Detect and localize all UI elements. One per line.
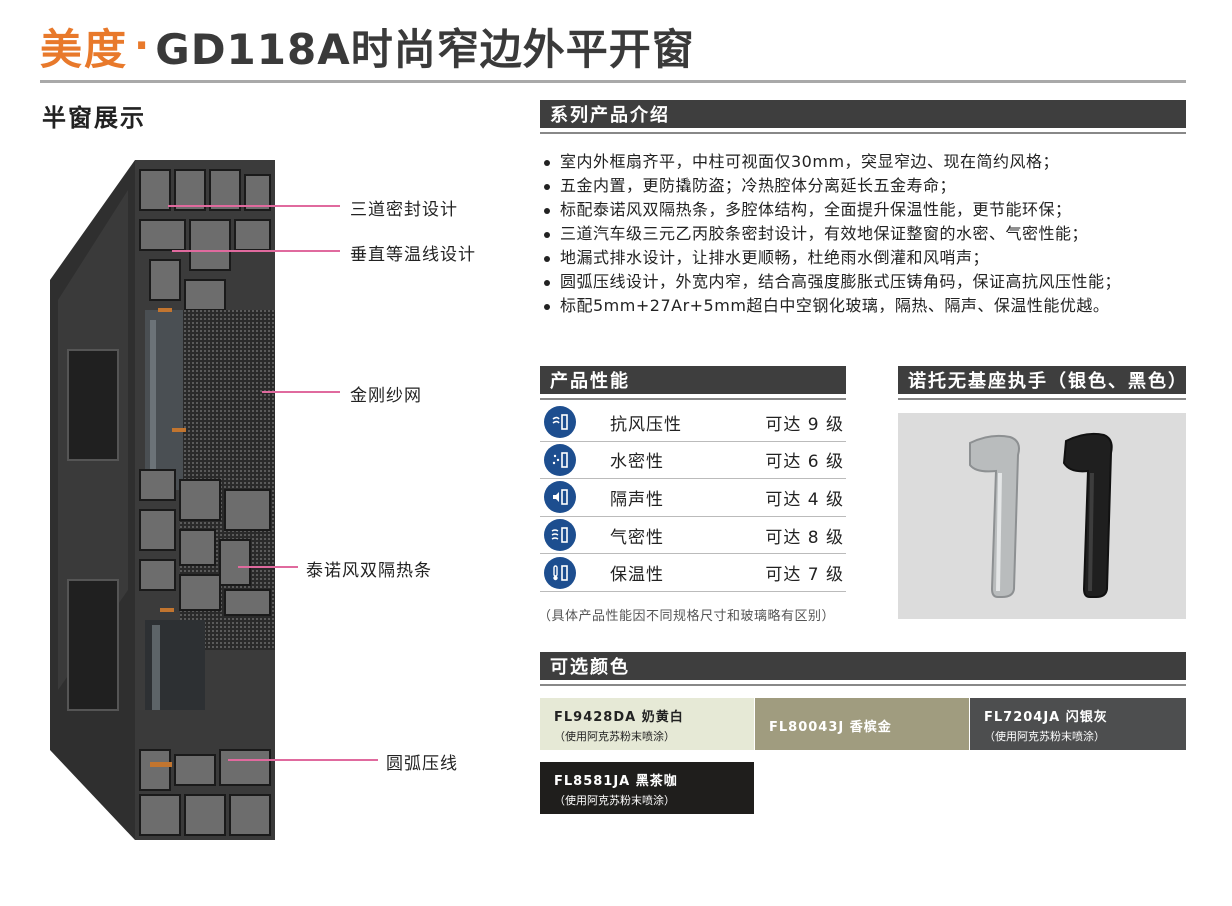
sound-insulation-icon <box>544 481 576 514</box>
swatch-code: FL9428DA 奶黄白 <box>554 710 684 725</box>
callout-arc-bead: 圆弧压线 <box>386 754 458 774</box>
performance-name: 隔声性 <box>610 489 664 510</box>
feature-list: 室内外框扇齐平，中柱可视面仅30mm，突显窄边、现在简约风格； 五金内置，更防撬… <box>540 150 1121 318</box>
thermal-insulation-icon <box>544 556 576 589</box>
performance-row: 气密性 可达 8 级 <box>540 517 846 555</box>
handle-title: 诺托无基座执手（银色、黑色） <box>908 371 1188 392</box>
handle-photo <box>898 413 1186 619</box>
air-tight-icon <box>544 519 576 552</box>
swatch-code: FL8581JA 黑茶咖 <box>554 774 678 789</box>
feature-item: 三道汽车级三元乙丙胶条密封设计，有效地保证整窗的水密、气密性能； <box>540 222 1121 246</box>
performance-row: 抗风压性 可达 9 级 <box>540 404 846 442</box>
swatch-code: FL80043J 香槟金 <box>769 720 892 735</box>
performance-table: 抗风压性 可达 9 级 水密性 可达 6 级 隔声性 可达 4 级 气密性 可达… <box>540 404 846 592</box>
performance-rule <box>540 398 846 400</box>
callout-diamond-screen: 金刚纱网 <box>350 386 422 406</box>
colors-title: 可选颜色 <box>550 657 630 678</box>
swatch-note: （使用阿克苏粉末喷涂） <box>984 730 1105 743</box>
performance-row: 水密性 可达 6 级 <box>540 442 846 480</box>
performance-value: 可达 8 级 <box>765 527 844 548</box>
swatch-code: FL7204JA 闪银灰 <box>984 710 1108 725</box>
feature-item: 室内外框扇齐平，中柱可视面仅30mm，突显窄边、现在简约风格； <box>540 150 1121 174</box>
series-intro-title: 系列产品介绍 <box>550 105 670 126</box>
colors-rule <box>540 684 1186 686</box>
performance-value: 可达 6 级 <box>765 452 844 473</box>
wind-pressure-icon <box>544 406 576 439</box>
half-window-title: 半窗展示 <box>42 104 146 132</box>
performance-name: 气密性 <box>610 527 664 548</box>
swatch-note: （使用阿克苏粉末喷涂） <box>554 794 675 807</box>
performance-name: 抗风压性 <box>610 414 682 435</box>
callout-thermal-strip: 泰诺风双隔热条 <box>306 561 432 581</box>
performance-value: 可达 7 级 <box>765 565 844 586</box>
handle-rule <box>898 398 1186 400</box>
performance-name: 水密性 <box>610 452 664 473</box>
callout-seal-design: 三道密封设计 <box>350 200 458 220</box>
colors-header: 可选颜色 <box>540 652 1186 680</box>
handle-illustration <box>969 432 1113 598</box>
callout-line-thermal-strip <box>238 566 298 568</box>
series-intro-rule <box>540 132 1186 134</box>
handle-header: 诺托无基座执手（银色、黑色） <box>898 366 1186 394</box>
feature-item: 地漏式排水设计，让排水更顺畅，杜绝雨水倒灌和风哨声； <box>540 246 1121 270</box>
callout-line-bead <box>228 759 378 761</box>
feature-item: 标配5mm+27Ar+5mm超白中空钢化玻璃，隔热、隔声、保温性能优越。 <box>540 294 1121 318</box>
color-swatch-cream-white: FL9428DA 奶黄白 （使用阿克苏粉末喷涂） <box>540 698 754 750</box>
callout-line-seal <box>168 205 340 207</box>
performance-value: 可达 4 级 <box>765 489 844 510</box>
callout-line-screen <box>262 391 340 393</box>
title-dot: · <box>134 23 150 69</box>
performance-name: 保温性 <box>610 565 664 586</box>
window-cross-section-illustration <box>50 160 275 840</box>
color-swatch-black-coffee: FL8581JA 黑茶咖 （使用阿克苏粉末喷涂） <box>540 762 754 814</box>
water-tight-icon <box>544 443 576 476</box>
callout-line-isotherm <box>172 250 340 252</box>
callout-isotherm-design: 垂直等温线设计 <box>350 245 476 265</box>
product-title: GD118A时尚窄边外平开窗 <box>155 24 695 74</box>
color-swatch-champagne-gold: FL80043J 香槟金 <box>755 698 969 750</box>
brand-name: 美度 <box>40 24 129 74</box>
performance-footnote: （具体产品性能因不同规格尺寸和玻璃略有区别） <box>538 609 836 624</box>
performance-title: 产品性能 <box>550 371 630 392</box>
feature-item: 标配泰诺风双隔热条，多腔体结构，全面提升保温性能，更节能环保； <box>540 198 1121 222</box>
title-divider <box>40 80 1186 83</box>
feature-item: 圆弧压线设计，外宽内窄，结合高强度膨胀式压铸角码，保证高抗风压性能； <box>540 270 1121 294</box>
swatch-note: （使用阿克苏粉末喷涂） <box>554 730 675 743</box>
performance-row: 隔声性 可达 4 级 <box>540 479 846 517</box>
page-header: 美度 · GD118A时尚窄边外平开窗 <box>40 14 695 78</box>
series-intro-header: 系列产品介绍 <box>540 100 1186 128</box>
feature-item: 五金内置，更防撬防盗；冷热腔体分离延长五金寿命； <box>540 174 1121 198</box>
performance-row: 保温性 可达 7 级 <box>540 554 846 592</box>
performance-header: 产品性能 <box>540 366 846 394</box>
color-swatch-flash-silver: FL7204JA 闪银灰 （使用阿克苏粉末喷涂） <box>970 698 1186 750</box>
performance-value: 可达 9 级 <box>765 414 844 435</box>
